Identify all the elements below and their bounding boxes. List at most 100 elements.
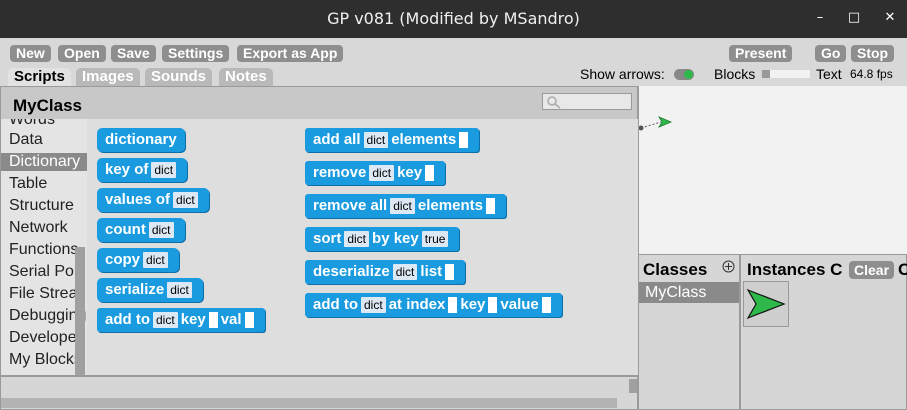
input-slot[interactable] — [459, 132, 469, 149]
input-slot[interactable]: dict — [369, 165, 395, 182]
close-button[interactable]: ✕ — [884, 10, 896, 25]
category-item[interactable]: Table — [9, 175, 48, 192]
category-item[interactable]: Words — [9, 119, 55, 128]
input-slot[interactable]: dict — [173, 192, 198, 209]
input-slot[interactable]: dict — [151, 162, 177, 179]
slider-thumb[interactable] — [762, 70, 770, 78]
input-slot[interactable] — [485, 198, 495, 215]
tab-images[interactable]: Images — [76, 68, 140, 86]
block-label: serialize — [105, 281, 165, 298]
category-item[interactable]: Develope — [9, 329, 77, 346]
block[interactable]: dictionary — [97, 128, 185, 152]
input-slot[interactable] — [208, 312, 218, 329]
input-slot[interactable]: dict — [392, 264, 418, 281]
input-slot[interactable] — [488, 297, 498, 314]
tab-sounds[interactable]: Sounds — [145, 68, 212, 86]
input-slot[interactable] — [445, 264, 455, 281]
input-slot[interactable]: dict — [148, 222, 174, 239]
show-arrows-toggle[interactable] — [674, 69, 694, 80]
category-item[interactable]: Data — [9, 131, 43, 148]
block-label: values of — [105, 191, 171, 208]
block-label: val — [220, 311, 242, 328]
block-label: deserialize — [313, 263, 390, 280]
settings-button[interactable]: Settings — [162, 45, 230, 62]
present-button[interactable]: Present — [729, 45, 793, 62]
minimize-button[interactable]: – — [816, 10, 824, 25]
new-button[interactable]: New — [10, 45, 51, 62]
stop-button[interactable]: Stop — [851, 45, 895, 62]
input-slot[interactable] — [448, 297, 458, 314]
open-button[interactable]: Open — [58, 45, 106, 62]
blocks-label: Blocks — [714, 66, 756, 82]
block-label: add all — [313, 131, 361, 148]
window-title: GP v081 (Modified by MSandro) — [327, 9, 580, 28]
input-slot[interactable]: dict — [344, 231, 370, 248]
instance-thumbnail[interactable] — [743, 281, 789, 327]
go-button[interactable]: Go — [815, 45, 847, 62]
input-slot[interactable] — [425, 165, 435, 182]
arrow-instance-icon — [746, 288, 786, 320]
category-item[interactable]: Network — [9, 219, 68, 236]
block-label: count — [105, 221, 146, 238]
toggle-knob — [684, 70, 693, 79]
tab-notes[interactable]: Notes — [219, 68, 273, 86]
input-slot[interactable]: dict — [363, 132, 389, 149]
block-label: list — [420, 263, 443, 280]
block-label: at index — [388, 296, 446, 313]
export-as-app-button[interactable]: Export as App — [237, 45, 344, 62]
script-editor-area[interactable] — [0, 376, 638, 410]
category-item[interactable]: Dictionary — [1, 153, 87, 171]
classes-title: Classes — [643, 260, 708, 279]
show-arrows-label: Show arrows: — [580, 66, 665, 82]
class-item-myclass[interactable]: MyClass — [639, 282, 739, 303]
stage[interactable] — [638, 86, 907, 254]
input-slot[interactable]: dict — [167, 282, 192, 299]
arrow-sprite-icon[interactable] — [639, 114, 679, 134]
vertical-scrollbar[interactable] — [629, 379, 637, 393]
category-item[interactable]: Functions — [9, 241, 79, 258]
block-label: by key — [372, 230, 419, 247]
input-slot[interactable] — [541, 297, 551, 314]
block-label: value — [500, 296, 539, 313]
category-scrollbar[interactable] — [75, 247, 85, 375]
input-slot[interactable]: dict — [153, 312, 178, 329]
input-slot[interactable]: dict — [390, 198, 415, 215]
block-label: elements — [391, 131, 457, 148]
blocks-text-slider[interactable] — [762, 70, 810, 78]
clear-button[interactable]: Clear — [849, 261, 895, 279]
toolbar: New Open Save Settings Export as App Pre… — [0, 38, 907, 86]
category-item[interactable]: Serial Por — [9, 263, 80, 280]
input-slot[interactable]: true — [421, 231, 449, 248]
input-slot[interactable] — [244, 312, 254, 329]
category-item[interactable]: My Blocks — [9, 351, 82, 368]
classes-panel: Classes MyClass — [638, 254, 740, 410]
maximize-button[interactable]: □ — [847, 10, 861, 25]
horizontal-scrollbar[interactable] — [1, 398, 617, 408]
title-bar: GP v081 (Modified by MSandro) – □ ✕ — [0, 0, 907, 38]
add-class-icon[interactable] — [722, 260, 735, 273]
input-slot[interactable]: dict — [143, 252, 168, 269]
category-item[interactable]: Structure — [9, 197, 74, 214]
search-input[interactable] — [542, 93, 632, 110]
save-button[interactable]: Save — [111, 45, 156, 62]
instances-title-suffix: C — [830, 260, 843, 279]
input-slot[interactable]: dict — [361, 297, 386, 314]
tab-scripts[interactable]: Scripts — [8, 68, 71, 86]
block-label: key — [397, 164, 423, 181]
category-item[interactable]: File Strea — [9, 285, 78, 302]
category-item[interactable]: Debugging — [9, 307, 87, 324]
